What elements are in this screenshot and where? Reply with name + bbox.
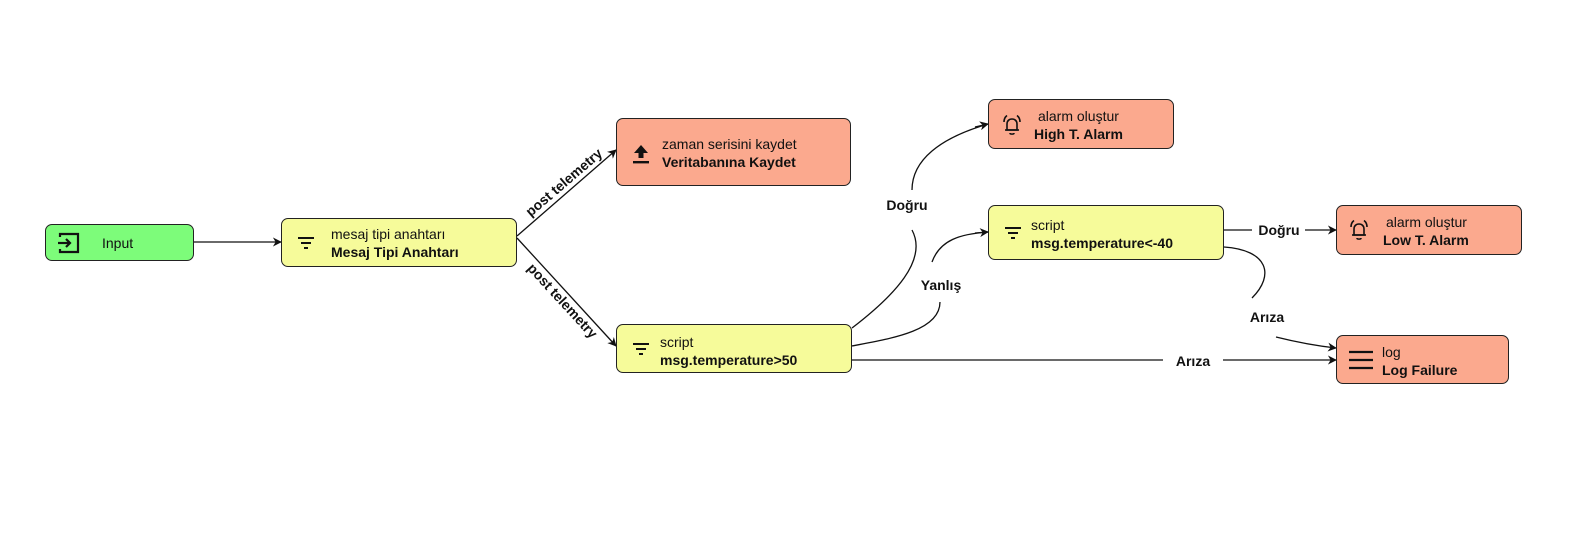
switch-node-name: Mesaj Tipi Anahtarı xyxy=(331,244,459,260)
log-node-name: Log Failure xyxy=(1382,362,1458,378)
input-icon xyxy=(56,231,82,255)
save-node-name: Veritabanına Kaydet xyxy=(662,154,796,170)
script-high-name: msg.temperature>50 xyxy=(660,352,798,368)
low-temp-alarm-node[interactable]: alarm oluştur Low T. Alarm xyxy=(1336,205,1522,255)
save-timeseries-node[interactable]: zaman serisini kaydet Veritabanına Kayde… xyxy=(616,118,851,186)
alarm-low-name: Low T. Alarm xyxy=(1383,232,1469,248)
edge-label-post-telemetry-bottom: post telemetry xyxy=(524,260,601,342)
log-failure-node[interactable]: log Log Failure xyxy=(1336,335,1509,384)
edge-label-low-failure: Arıza xyxy=(1250,309,1284,325)
input-node[interactable]: Input xyxy=(45,224,194,261)
save-node-type: zaman serisini kaydet xyxy=(662,136,797,152)
script-high-temp-node[interactable]: script msg.temperature>50 xyxy=(616,324,852,373)
edge-switch-to-save[interactable] xyxy=(516,149,617,237)
script-high-type: script xyxy=(660,334,694,350)
high-temp-alarm-node[interactable]: alarm oluştur High T. Alarm xyxy=(988,99,1174,149)
edge-high-false-arrowhead xyxy=(974,228,989,238)
input-node-label: Input xyxy=(102,235,134,251)
switch-node-type: mesaj tipi anahtarı xyxy=(331,226,446,242)
edge-switch-to-script-high[interactable] xyxy=(516,237,617,347)
edge-label-high-true: Doğru xyxy=(886,197,927,213)
filter-icon xyxy=(630,339,652,359)
edge-high-true[interactable] xyxy=(851,123,989,329)
script-low-type: script xyxy=(1031,217,1065,233)
edge-high-true-arrowhead xyxy=(974,121,989,131)
script-low-temp-node[interactable]: script msg.temperature<-40 xyxy=(988,205,1224,260)
alarm-high-type: alarm oluştur xyxy=(1038,108,1119,124)
edge-label-high-false: Yanlış xyxy=(921,277,962,293)
script-low-name: msg.temperature<-40 xyxy=(1031,235,1174,251)
menu-lines-icon xyxy=(1347,348,1375,372)
edge-label-high-failure: Arıza xyxy=(1176,353,1210,369)
alarm-high-name: High T. Alarm xyxy=(1034,126,1123,142)
filter-icon xyxy=(1002,223,1024,243)
alarm-bell-icon xyxy=(1000,113,1024,137)
edge-label-post-telemetry-top: post telemetry xyxy=(522,145,605,220)
alarm-bell-icon xyxy=(1347,218,1371,242)
edge-label-low-true: Doğru xyxy=(1258,222,1299,238)
alarm-low-type: alarm oluştur xyxy=(1386,214,1467,230)
message-type-switch-node[interactable]: mesaj tipi anahtarı Mesaj Tipi Anahtarı xyxy=(281,218,517,267)
upload-icon xyxy=(629,143,653,165)
log-node-type: log xyxy=(1382,344,1401,360)
edge-low-failure[interactable] xyxy=(1223,246,1336,348)
filter-icon xyxy=(295,233,317,253)
